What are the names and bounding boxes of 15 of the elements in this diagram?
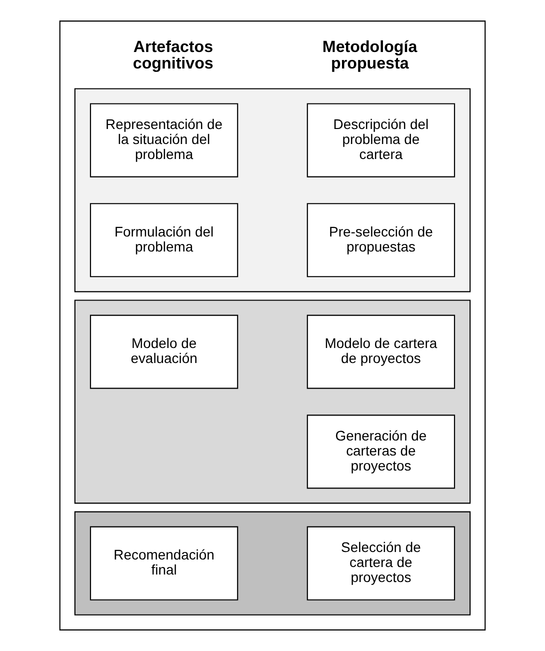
node-box: Recomendación final xyxy=(90,526,238,600)
cluster xyxy=(74,88,471,292)
node-box: Generación de carteras de proyectos xyxy=(306,414,456,489)
node-box: Selección de cartera de proyectos xyxy=(306,526,456,600)
node-box: Pre-selección de propuestas xyxy=(306,203,456,278)
node-box: Modelo de evaluación xyxy=(90,314,238,389)
cluster xyxy=(74,511,471,616)
node-box: Descripción del problema de cartera xyxy=(306,103,456,178)
node-box: Modelo de cartera de proyectos xyxy=(306,314,456,389)
cluster xyxy=(59,20,486,630)
node-box: Formulación del problema xyxy=(90,203,238,278)
label: Metodología propuesta xyxy=(322,38,418,72)
node-box: Representación de la situación del problema xyxy=(90,103,238,178)
label: Artefactos cognitivos xyxy=(132,38,214,72)
cluster xyxy=(74,300,471,504)
